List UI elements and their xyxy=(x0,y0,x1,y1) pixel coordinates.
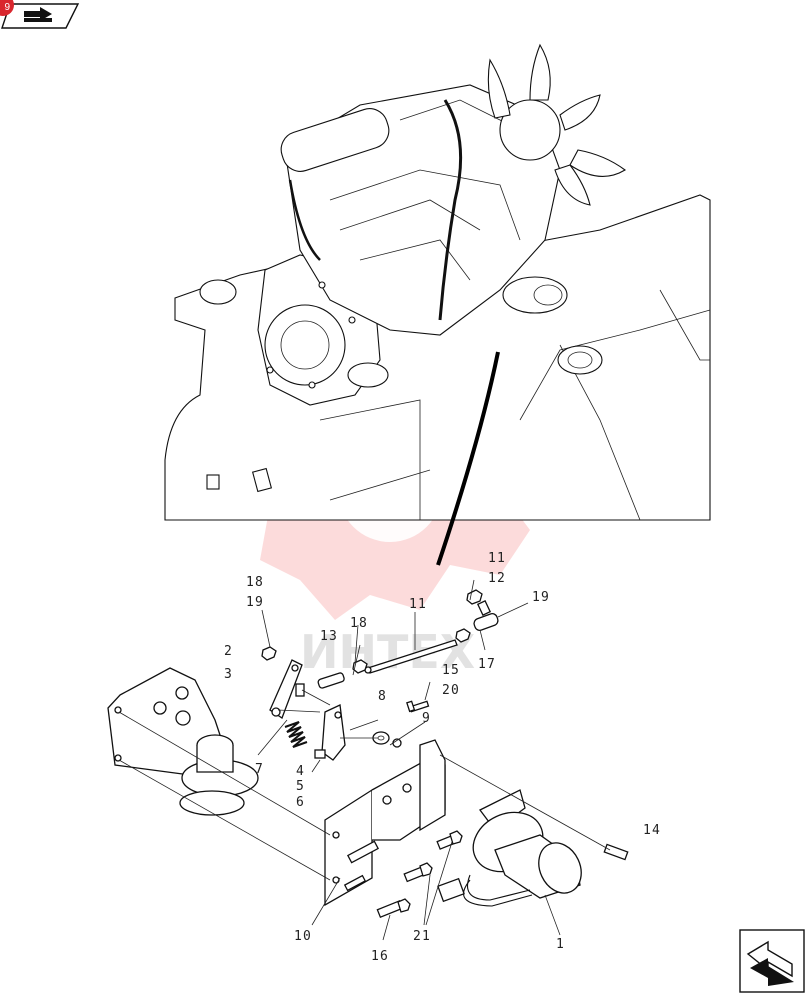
lever-part-2[interactable] xyxy=(269,659,305,719)
engine-assembly xyxy=(164,43,711,521)
ball-joint-part-19[interactable] xyxy=(473,600,500,632)
callout-12: 12 xyxy=(488,571,507,586)
detail-leader-line xyxy=(436,351,500,566)
callout-20: 20 xyxy=(442,683,461,698)
bolt-part-21a[interactable] xyxy=(403,862,433,883)
callout-21: 21 xyxy=(413,929,432,944)
stud-part-13[interactable] xyxy=(317,672,345,689)
callout-4: 4 xyxy=(296,764,306,779)
callout-17: 17 xyxy=(478,657,497,672)
callout-15: 15 xyxy=(442,663,461,678)
lever-part-4[interactable] xyxy=(314,704,346,761)
callout-1: 1 xyxy=(556,937,566,952)
nut-part-17[interactable] xyxy=(455,628,471,643)
callout-7: 7 xyxy=(255,762,265,777)
bolt-part-15[interactable] xyxy=(406,700,430,713)
page-badge: 9 xyxy=(0,0,14,16)
callout-18-mid: 18 xyxy=(350,616,369,631)
actuator-part-1[interactable] xyxy=(437,789,589,907)
callout-labels: 1 2 3 4 5 6 7 8 9 10 11 11 12 13 14 15 1… xyxy=(224,551,662,964)
callout-16: 16 xyxy=(371,949,390,964)
bracket-part-10[interactable] xyxy=(324,739,446,907)
callout-19-left: 19 xyxy=(246,595,265,610)
mount-plate xyxy=(107,667,259,816)
nut-part-12[interactable] xyxy=(466,589,483,605)
next-page-button[interactable] xyxy=(738,928,806,994)
bolt-part-16[interactable] xyxy=(376,898,411,919)
page-badge-number: 9 xyxy=(4,2,10,13)
nut-part-18[interactable] xyxy=(352,659,368,674)
callout-11-rod: 11 xyxy=(409,597,428,612)
leader-lines xyxy=(118,579,611,941)
bolt-part-21b[interactable] xyxy=(436,830,463,850)
watermark-text: ИНТЕХ xyxy=(300,625,475,679)
callout-19-right: 19 xyxy=(532,590,551,605)
callout-11-nut: 11 xyxy=(488,551,507,566)
callout-14: 14 xyxy=(643,823,662,838)
top-nav-badge[interactable]: 9 xyxy=(0,0,82,32)
callout-2: 2 xyxy=(224,644,234,659)
callout-18-left: 18 xyxy=(246,575,265,590)
nut-part-18-left[interactable] xyxy=(261,646,277,661)
callout-9: 9 xyxy=(422,711,432,726)
next-page-arrow-icon xyxy=(739,929,805,993)
book-nav-icon xyxy=(1,3,80,29)
callout-3: 3 xyxy=(224,667,234,682)
callout-13: 13 xyxy=(320,629,339,644)
bolt-part-14[interactable] xyxy=(603,843,629,861)
callout-8: 8 xyxy=(378,689,388,704)
spring-part-7[interactable] xyxy=(284,721,308,748)
callout-6: 6 xyxy=(296,795,306,810)
callout-10: 10 xyxy=(294,929,313,944)
callout-5: 5 xyxy=(296,779,306,794)
